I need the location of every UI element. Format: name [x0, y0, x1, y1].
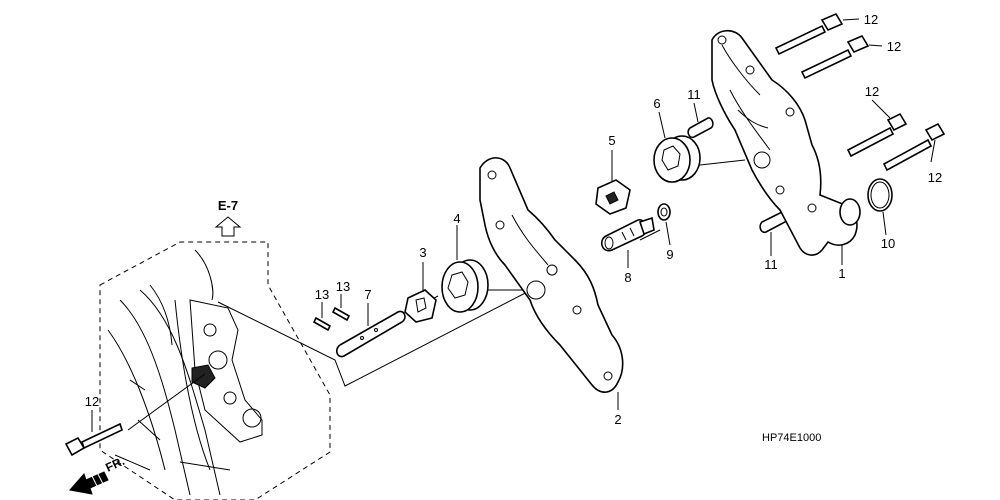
- callout-13-right: 13: [336, 279, 350, 294]
- callouts: 1 2 3 4 5 6 7 8 9 10 11 11 12 12 12 12 1…: [85, 12, 942, 427]
- front-direction-indicator: FR.: [69, 454, 127, 495]
- part-10-o-ring: [867, 178, 893, 212]
- callout-10: 10: [881, 236, 895, 251]
- part-4-outer-rotor: [441, 259, 489, 313]
- part-9-washer: [657, 203, 671, 221]
- callout-12-left: 12: [85, 394, 99, 409]
- part-11-dowel-upper: [687, 117, 714, 139]
- part-5-inner-rotor: [595, 179, 631, 215]
- part-7-shaft: [335, 310, 406, 358]
- part-6-outer-rotor: [653, 135, 701, 183]
- callout-13-left: 13: [315, 287, 329, 302]
- callout-8: 8: [624, 270, 631, 285]
- part-8-relief-valve: [600, 216, 655, 252]
- front-arrow-icon: [69, 471, 109, 495]
- part-13-pins: [312, 306, 351, 332]
- callout-2: 2: [614, 412, 621, 427]
- part-1-pump-cover: [711, 29, 861, 256]
- callout-3: 3: [419, 245, 426, 260]
- front-direction-label: FR.: [103, 454, 126, 475]
- callout-4: 4: [453, 211, 460, 226]
- callout-5: 5: [608, 133, 615, 148]
- callout-12-far-right: 12: [928, 170, 942, 185]
- up-arrow-icon: [214, 216, 242, 237]
- part-12-bolts: [64, 12, 946, 457]
- callout-6: 6: [653, 96, 660, 111]
- callout-12-top: 12: [864, 12, 878, 27]
- engine-case-detail: [99, 241, 331, 500]
- callout-1: 1: [838, 266, 845, 281]
- drawing-code: HP74E1000: [762, 432, 821, 444]
- callout-7: 7: [364, 287, 371, 302]
- e7-reference: E-7: [214, 198, 242, 237]
- e7-reference-label: E-7: [218, 198, 238, 213]
- callout-11-lower: 11: [764, 257, 778, 272]
- callout-12-second: 12: [887, 39, 901, 54]
- callout-12-right: 12: [865, 84, 879, 99]
- part-2-pump-plate: [479, 157, 624, 393]
- callout-11-upper: 11: [687, 87, 701, 102]
- part-3-inner-rotor: [404, 289, 437, 323]
- callout-9: 9: [666, 247, 673, 262]
- leader-lines: [91, 18, 936, 432]
